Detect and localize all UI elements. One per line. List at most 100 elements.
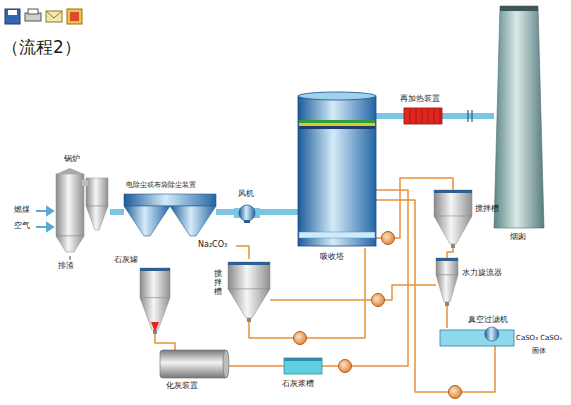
equipment-label: 锅炉 [64,154,80,163]
drawing-part [284,358,322,361]
folder-icon [67,9,82,24]
process-label: 空气 [14,221,30,230]
absorber-outline [298,92,376,248]
toolbar-icons [5,9,82,24]
drawing-part [500,6,538,11]
tank-outline [228,262,270,322]
drawing-part [82,180,88,186]
drawing-part [445,302,449,306]
flue-gas-duct [110,209,124,215]
drawing-part [410,109,411,123]
process-label: Na₂CO₃ [198,240,227,249]
drawing-part [451,244,455,248]
equipment-label: 搅拌槽 [214,270,222,296]
pump-symbol [372,294,385,307]
pump-symbol [449,386,462,399]
drawing-part [170,206,216,236]
drum-equipment: 化灰装置 [160,350,228,378]
equipment-label: 再加热装置 [400,94,440,103]
mail-icon [46,11,62,18]
equipment-label: 吸收塔 [320,252,344,261]
drawing-part [434,109,435,123]
feed-arrowhead [47,223,53,231]
slurry-pipe [270,285,436,300]
equipment-label: 烟囱 [510,232,526,241]
equipment-label: 化灰装置 [166,381,198,390]
save-icon [8,10,17,15]
drawing-part [56,236,84,252]
drawing-part [223,350,229,378]
feed-arrowhead [47,207,53,215]
tank-outline [434,190,472,248]
drawing-part [436,258,458,275]
filter-outline [440,328,514,346]
drawing-part [56,174,84,236]
tank-equipment: 搅拌槽 [434,190,472,248]
drawing-part [299,123,375,126]
drawing-part [299,232,375,238]
bag-equipment: 电除尘或布袋除尘装置 [124,194,216,238]
drawing-part [247,318,251,322]
pump-symbol [382,232,395,245]
flue-gas-duct [376,113,404,119]
drawing-part [239,205,255,221]
mail-icon [46,11,62,22]
drawing-part [86,178,108,206]
slurry-pipe [447,248,453,258]
drawing-part [428,109,429,123]
slurry-pipe [228,365,284,367]
drawing-part [436,258,458,261]
drawing-part [228,289,270,318]
boiler-equipment: 锅炉 [52,168,110,256]
drawing-part [160,350,228,378]
drawing-part [422,109,423,123]
equipment-label: 石灰罐 [114,255,138,264]
drawing-part [56,168,84,174]
slag-outlet [69,256,70,260]
drawing-part [416,109,417,123]
process-label: 排渣 [58,261,74,270]
drawing-part [228,262,270,265]
cyclone-equipment: 水力旋流器 [436,258,458,306]
equipment-label: 水力旋流器 [462,268,502,277]
drawing-part [494,6,544,228]
lime-equipment: 石灰罐 [140,268,170,334]
pump-symbol [339,360,352,373]
drawing-part [434,190,472,216]
drawing-part [86,206,108,230]
drawing-part [140,268,170,298]
fan-outline [234,203,260,223]
heater-equipment: 再加热装置 [404,108,442,124]
folder-icon [70,12,79,21]
drawing-part [485,327,499,341]
drawing-part [298,92,376,100]
drawing-part [124,194,216,206]
chimney-outline [494,6,544,228]
equipment-label: 石灰浆槽 [282,379,314,388]
drawing-part [440,330,514,346]
drawing-part [244,220,250,223]
filter-equipment: 真空过滤机 [440,328,514,346]
equipment-label: 真空过滤机 [468,315,508,324]
drawing-part [228,262,270,289]
fan-equipment: 风机 [234,203,260,223]
drawing-part [124,206,170,236]
save-icon [5,9,20,24]
drawing-part [299,120,375,123]
leader-line [236,246,249,259]
cyclone-outline [436,258,458,306]
drawing-part [434,190,472,193]
tank-equipment: 搅拌槽 [228,262,270,322]
diagram-title: （流程2） [2,38,81,58]
slurry-equipment: 石灰浆槽 [284,358,322,374]
slurry-pipe [446,306,448,328]
heater-outline [404,108,442,124]
equipment-label: 电除尘或布袋除尘装置 [126,181,196,189]
drawing-part [140,268,170,271]
pump-symbol [294,332,307,345]
drawing-part [440,109,441,123]
drawing-part [151,322,159,332]
drawing-part [404,108,442,124]
absorber-equipment: 吸收塔 [298,92,376,248]
